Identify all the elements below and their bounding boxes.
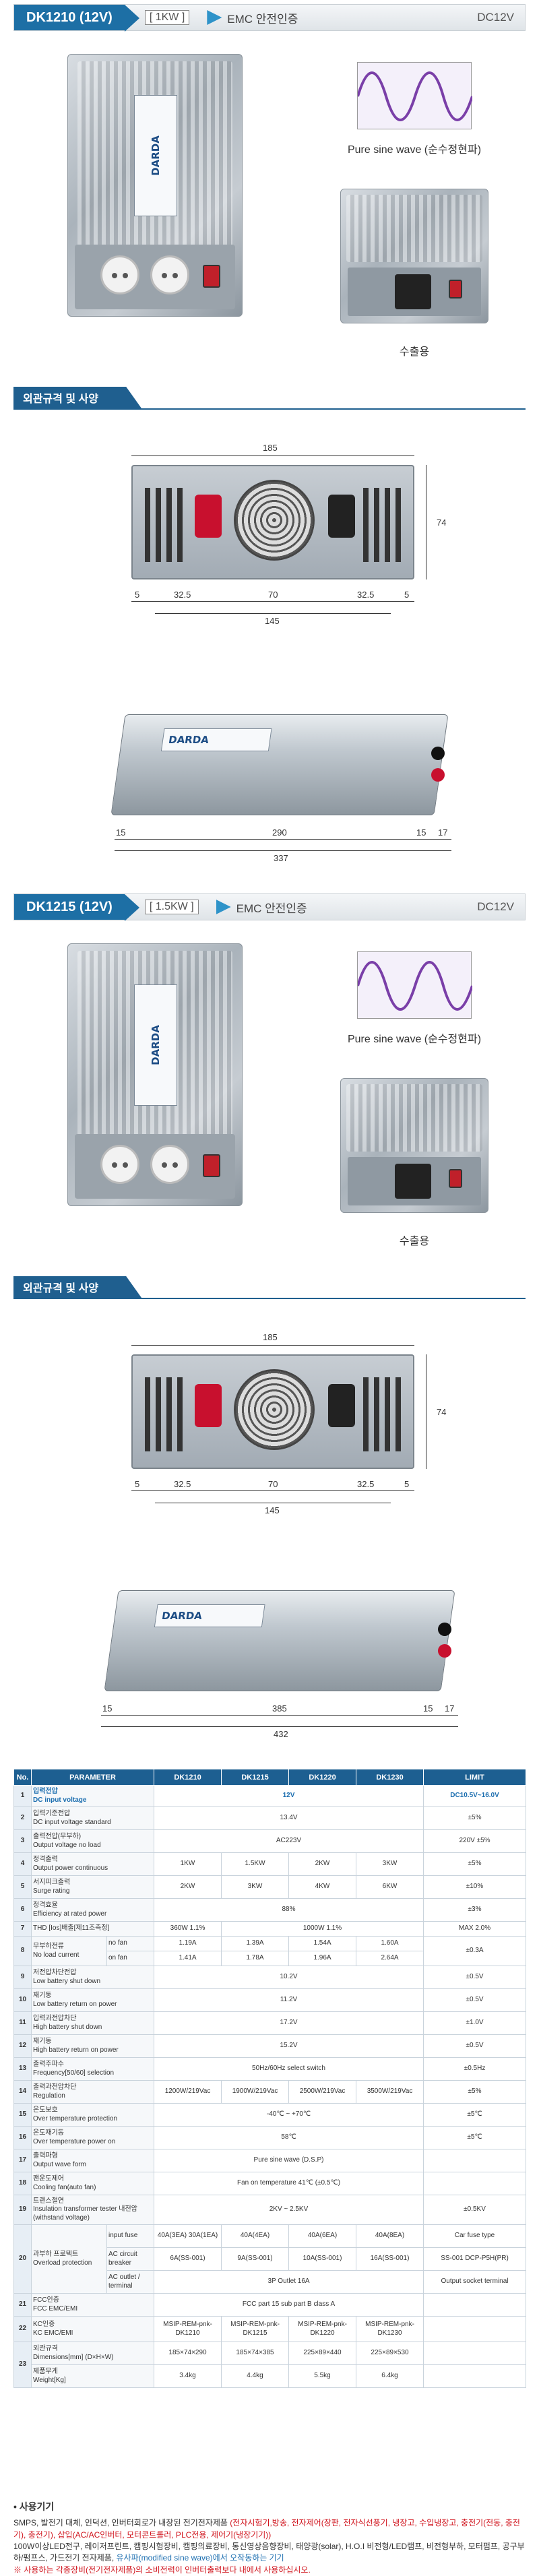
sine-wave-graphic [356, 951, 474, 1019]
power-badge: [ 1.5KW ] [144, 900, 199, 914]
product-photo-front [340, 189, 488, 323]
spec-table: No. PARAMETER DK1210 DK1215 DK1220 DK123… [13, 1769, 527, 2388]
dim-bottom: 145 [265, 1505, 280, 1515]
voltage-label: DC12V [477, 900, 514, 913]
table-row: AC circuit breaker 6A(SS-001)9A(SS-001)1… [14, 2247, 527, 2271]
model-title: DK1210 (12V) [14, 5, 139, 32]
table-header-row: No. PARAMETER DK1210 DK1215 DK1220 DK123… [13, 1769, 527, 1786]
dim-width: 185 [263, 443, 278, 453]
product-photo-front [340, 1078, 488, 1213]
product-photo-top: DARDA [67, 54, 243, 317]
section-title: 외관규격 및 사양 [13, 387, 141, 408]
table-row: 7 THD [Ios]배출[제11조측정] 360W 1.1% 1000W 1.… [13, 1921, 527, 1937]
dim-width: 185 [263, 1332, 278, 1342]
dim-total: 432 [274, 1729, 288, 1739]
product-photo-top: DARDA [67, 943, 243, 1206]
dim-height: 74 [437, 517, 447, 528]
brand-label: DARDA [149, 135, 162, 176]
notes-body-2: 100W이상LED전구, 레이저프린트, 캠핑시험장비, 캠핑의료장비, 통신영… [13, 2542, 525, 2563]
emc-arrow-icon [207, 10, 222, 25]
outlet-caption: 수출용 [399, 346, 430, 358]
voltage-label: DC12V [477, 11, 514, 24]
wave-caption: Pure sine wave (순수정현파) [347, 1034, 482, 1045]
side-view-diagram-1: DARDA [110, 714, 449, 815]
dim-bottom: 145 [265, 616, 280, 626]
outlet-caption: 수출용 [399, 1236, 430, 1247]
product-header-1: DK1210 (12V) [ 1KW ] EMC 안전인증 DC12V [13, 4, 526, 32]
brand-label: DARDA [149, 1025, 162, 1065]
emc-label: EMC 안전인증 [227, 12, 298, 26]
product-header-2: DK1215 (12V) [ 1.5KW ] EMC 안전인증 DC12V [13, 893, 526, 921]
notes-body: SMPS, 발전기 대체, 인덕션, 인버터회로가 내장된 전기전자제품 (전자… [13, 2518, 520, 2540]
wave-caption: Pure sine wave (순수정현파) [347, 144, 482, 156]
table-row: 3 출력전압(무부하)Output voltage no load AC223V… [13, 1829, 527, 1853]
notes-title: • 사용기기 [13, 2501, 55, 2512]
notes-warning: ※ 사용하는 각종장비(전기전자제품)의 소비전력이 인버터출력보다 내에서 사… [13, 2565, 311, 2575]
sine-wave-graphic [356, 62, 474, 129]
section-title: 외관규격 및 사양 [13, 1276, 141, 1298]
emc-arrow-icon [216, 900, 231, 914]
dim-height: 74 [437, 1407, 447, 1417]
emc-label: EMC 안전인증 [236, 902, 307, 915]
dim-total: 337 [274, 853, 288, 863]
usage-notes: • 사용기기 SMPS, 발전기 대체, 인덕션, 인버터회로가 내장된 전기전… [13, 2500, 526, 2576]
side-view-diagram-2: DARDA [104, 1590, 455, 1691]
front-panel-diagram-1 [131, 465, 414, 579]
table-row: AC outlet / terminal 3P Outlet 16A Outpu… [14, 2270, 527, 2294]
model-title: DK1215 (12V) [14, 894, 139, 921]
front-panel-diagram-2 [131, 1354, 414, 1469]
power-badge: [ 1KW ] [144, 10, 190, 25]
